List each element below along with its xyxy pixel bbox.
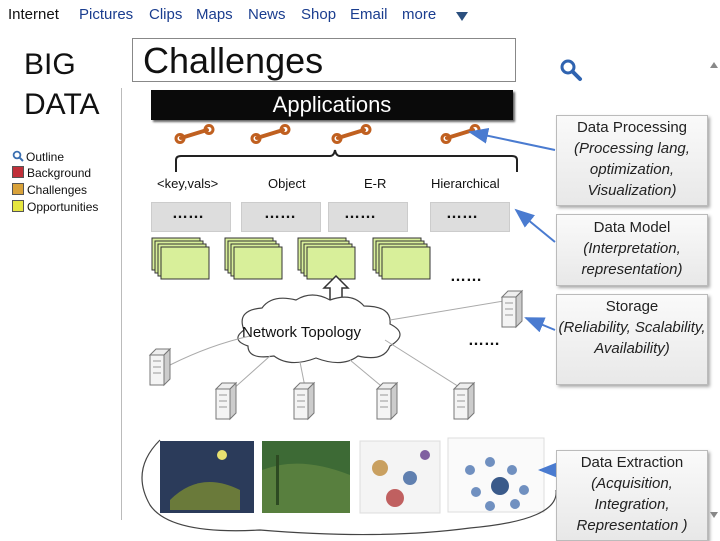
title-box: Challenges xyxy=(132,38,516,82)
legend-background-label: Background xyxy=(27,166,92,180)
legend-challenges[interactable]: Challenges xyxy=(12,183,87,197)
nav-internet[interactable]: Internet xyxy=(8,6,59,23)
nav-pictures[interactable]: Pictures xyxy=(79,6,134,23)
model-key-vals: <key,vals> xyxy=(157,176,219,191)
box-title: Data Processing xyxy=(576,119,688,136)
ellipsis: …… xyxy=(446,205,478,222)
legend-outline-label: Outline xyxy=(26,150,65,164)
server-icon xyxy=(149,348,171,386)
placeholder-box: …… xyxy=(151,202,231,232)
server-icon xyxy=(453,382,475,420)
box-data-extraction: Data Extraction (Acquisition, Integratio… xyxy=(556,450,708,541)
server-icon xyxy=(376,382,398,420)
panel-divider xyxy=(121,88,122,520)
more-dropdown-icon[interactable] xyxy=(456,12,468,21)
legend-outline[interactable]: Outline xyxy=(12,150,64,164)
legend-challenges-label: Challenges xyxy=(27,183,88,197)
wrench-icon xyxy=(331,123,372,145)
ellipsis: …… xyxy=(172,205,204,222)
wrench-icon xyxy=(440,123,481,145)
scroll-up-icon[interactable] xyxy=(710,62,718,68)
placeholder-box: …… xyxy=(430,202,510,232)
box-subtitle: (Reliability, Scalability, Availability) xyxy=(558,319,706,357)
wrench-icon xyxy=(250,123,291,145)
nav-news[interactable]: News xyxy=(248,6,286,23)
model-object: Object xyxy=(268,176,306,191)
network-topology-label: Network Topology xyxy=(242,324,361,341)
orange-square-icon xyxy=(12,183,24,195)
data-heading: DATA xyxy=(24,88,100,121)
red-square-icon xyxy=(12,166,24,178)
nav-maps[interactable]: Maps xyxy=(196,6,233,23)
box-title: Data Model xyxy=(593,219,671,236)
legend-opportunities-label: Opportunities xyxy=(27,200,99,214)
box-subtitle: (Acquisition, Integration, Representatio… xyxy=(576,475,688,534)
box-title: Storage xyxy=(605,298,659,315)
scroll-down-icon[interactable] xyxy=(710,512,718,518)
server-icon xyxy=(293,382,315,420)
ellipsis: …… xyxy=(344,205,376,222)
model-hierarchical: Hierarchical xyxy=(431,176,500,191)
placeholder-box: …… xyxy=(241,202,321,232)
search-icon xyxy=(12,150,24,162)
search-icon[interactable] xyxy=(559,58,583,82)
placeholder-box: …… xyxy=(328,202,408,232)
legend-background[interactable]: Background xyxy=(12,166,91,180)
ellipsis: …… xyxy=(450,268,482,285)
box-data-processing: Data Processing (Processing lang, optimi… xyxy=(556,115,708,206)
nav-clips[interactable]: Clips xyxy=(149,6,183,23)
applications-bar: Applications xyxy=(151,90,513,120)
ellipsis: …… xyxy=(468,332,500,349)
yellow-square-icon xyxy=(12,200,24,212)
box-subtitle: (Interpretation, representation) xyxy=(581,240,683,278)
wrench-icon xyxy=(174,123,215,145)
box-data-model: Data Model (Interpretation, representati… xyxy=(556,214,708,286)
server-icon xyxy=(215,382,237,420)
ellipsis: …… xyxy=(264,205,296,222)
model-er: E-R xyxy=(364,176,387,191)
nav-more[interactable]: more xyxy=(402,6,437,23)
nav-email[interactable]: Email xyxy=(350,6,388,23)
box-subtitle: (Processing lang, optimization, Visualiz… xyxy=(574,140,690,199)
page-title: Challenges xyxy=(143,40,324,81)
nav-shop[interactable]: Shop xyxy=(301,6,337,23)
box-storage: Storage (Reliability, Scalability, Avail… xyxy=(556,294,708,385)
server-icon xyxy=(501,290,523,328)
top-nav: Internet Pictures Clips Maps News Shop E… xyxy=(0,0,720,30)
big-heading: BIG xyxy=(24,48,76,81)
box-title: Data Extraction xyxy=(580,454,684,471)
legend-opportunities[interactable]: Opportunities xyxy=(12,200,98,214)
